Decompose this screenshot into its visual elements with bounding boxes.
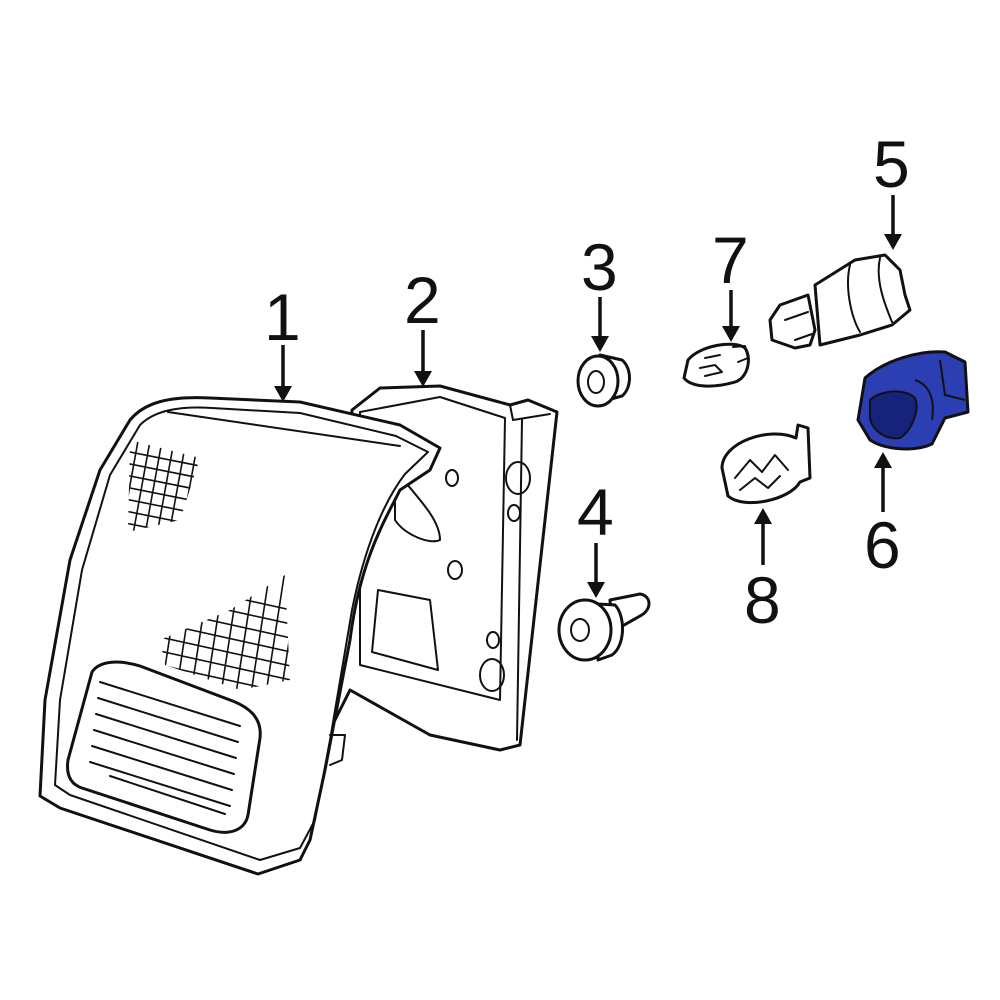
lens-hatch-upper (128, 440, 200, 532)
arrow-head-5 (884, 234, 902, 250)
callout-5: 5 (873, 127, 910, 201)
arrow-head-8 (754, 508, 772, 524)
part-5-socket (768, 253, 912, 350)
callout-labels: 1 2 3 4 5 6 7 8 (264, 127, 910, 637)
callout-6: 6 (864, 508, 901, 582)
callout-7: 7 (712, 223, 749, 297)
arrow-head-1 (274, 386, 292, 402)
part-6-socket-highlighted (856, 350, 970, 451)
part-7-bulb (682, 342, 750, 388)
callout-1: 1 (264, 280, 301, 354)
part-3-grommet (576, 353, 631, 408)
callout-2: 2 (404, 263, 441, 337)
part-8-bulb (720, 423, 812, 505)
arrow-head-2 (414, 371, 432, 387)
callout-4: 4 (577, 475, 614, 549)
part-1-lens (38, 396, 442, 876)
callout-8: 8 (744, 563, 781, 637)
part-4-push-pin (557, 592, 651, 662)
arrow-head-7 (722, 326, 740, 342)
arrow-head-3 (591, 336, 609, 352)
arrow-head-6 (874, 452, 892, 468)
callout-arrows (274, 195, 902, 598)
callout-3: 3 (581, 230, 618, 304)
arrow-head-4 (587, 582, 605, 598)
